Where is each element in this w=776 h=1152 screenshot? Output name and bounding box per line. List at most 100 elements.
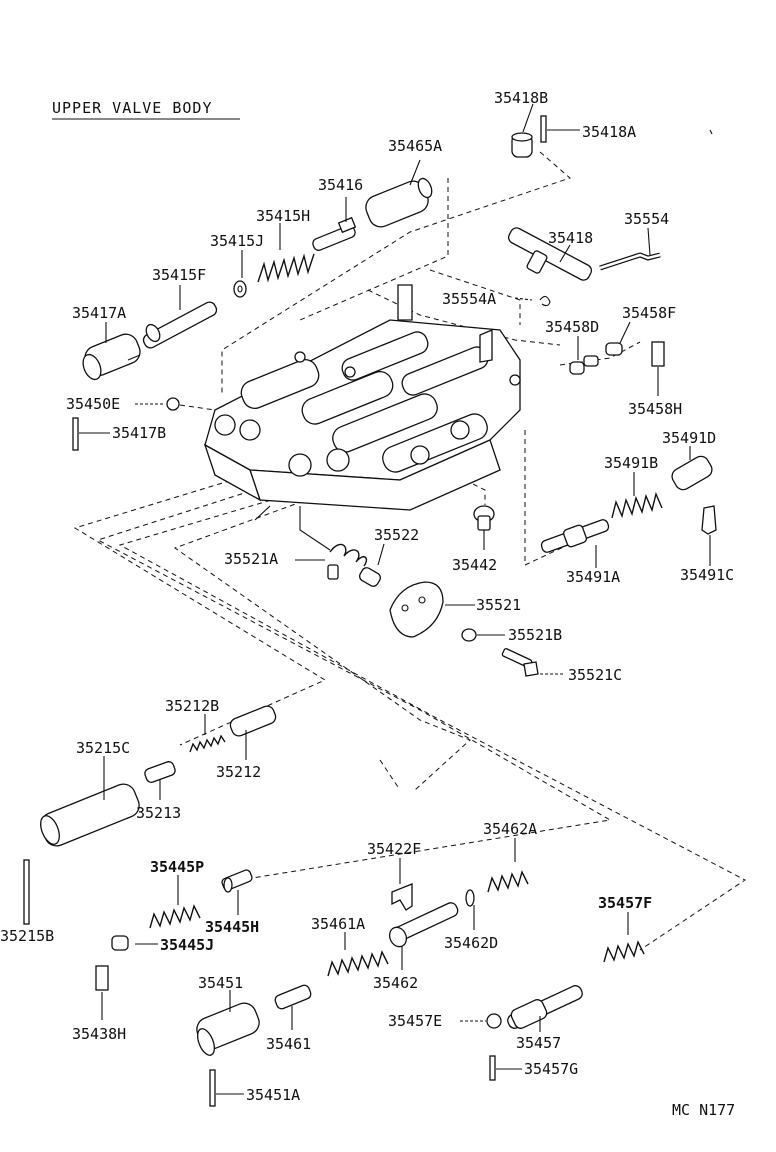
label-35554: 35554: [624, 210, 669, 228]
label-35457: 35457: [516, 1034, 561, 1052]
label-35491D: 35491D: [662, 429, 716, 447]
part-35422F: [391, 858, 413, 911]
part-35415J: [233, 250, 247, 298]
part-35457G: [489, 1055, 522, 1081]
part-35451A: [209, 1069, 244, 1107]
label-35462D: 35462D: [444, 934, 498, 952]
part-35457: [507, 985, 583, 1032]
part-35215C: [40, 756, 140, 847]
label-35418B: 35418B: [494, 89, 548, 107]
part-35462A: [487, 838, 529, 893]
label-35554A: 35554A: [442, 290, 496, 308]
part-35450E: [135, 397, 180, 411]
part-35461: [274, 984, 312, 1030]
label-35462: 35462: [373, 974, 418, 992]
part-35417B: [72, 417, 110, 451]
part-35465A: [365, 159, 433, 228]
part-35451: [196, 990, 260, 1056]
label-35415J: 35415J: [210, 232, 264, 250]
part-35418: [507, 227, 593, 281]
label-35521B: 35521B: [508, 626, 562, 644]
label-35458D: 35458D: [545, 318, 599, 336]
part-35212B: [189, 714, 226, 753]
part-35213: [144, 761, 176, 800]
label-35491C: 35491C: [680, 566, 734, 584]
label-35417B: 35417B: [112, 424, 166, 442]
part-35521B: [461, 628, 505, 642]
label-35461: 35461: [266, 1035, 311, 1053]
label-35215B: 35215B: [0, 927, 54, 945]
part-35457E: [460, 1013, 502, 1029]
diagram-code: MC N177: [672, 1101, 735, 1119]
label-35457F: 35457F: [598, 894, 652, 912]
leader-lines: [127, 103, 713, 521]
label-35438H: 35438H: [72, 1025, 126, 1043]
part-35445H: [221, 869, 253, 915]
part-35521: [389, 581, 475, 638]
label-35451: 35451: [198, 974, 243, 992]
label-35457E: 35457E: [388, 1012, 442, 1030]
label-35415F: 35415F: [152, 266, 206, 284]
part-35554A: [514, 295, 551, 307]
label-35462A: 35462A: [483, 820, 537, 838]
part-35457F: [603, 912, 645, 963]
label-35215C: 35215C: [76, 739, 130, 757]
part-35458H: [651, 341, 665, 396]
part-35521A: [295, 506, 368, 580]
label-35465A: 35465A: [388, 137, 442, 155]
part-35462: [388, 902, 459, 970]
label-35458F: 35458F: [622, 304, 676, 322]
label-35445P: 35445P: [150, 858, 204, 876]
part-35417A: [82, 322, 141, 381]
part-35554: [599, 227, 661, 271]
part-35442: [473, 505, 495, 550]
label-35418A: 35418A: [582, 123, 636, 141]
label-35461A: 35461A: [311, 915, 365, 933]
part-35438H: [95, 965, 109, 1020]
label-35450E: 35450E: [66, 395, 120, 413]
part-35215B: [23, 859, 30, 925]
part-35461A: [327, 932, 389, 977]
label-35212: 35212: [216, 763, 261, 781]
label-35451A: 35451A: [246, 1086, 300, 1104]
label-35521C: 35521C: [568, 666, 622, 684]
part-labels: 35418B 35418A 35465A 35416 35415H 35415J…: [0, 89, 734, 1104]
label-35445J: 35445J: [160, 936, 214, 954]
label-35415H: 35415H: [256, 207, 310, 225]
part-35212: [229, 705, 277, 760]
label-35442: 35442: [452, 556, 497, 574]
upper-valve-body: [203, 284, 521, 511]
label-35213: 35213: [136, 804, 181, 822]
label-35422F: 35422F: [367, 840, 421, 858]
part-35418B: [511, 132, 533, 158]
label-35416: 35416: [318, 176, 363, 194]
part-35521C: [501, 648, 565, 677]
part-35491A: [540, 519, 610, 568]
label-35418: 35418: [548, 229, 593, 247]
label-35522: 35522: [374, 526, 419, 544]
part-35462D: [465, 889, 475, 930]
part-35445J: [111, 935, 158, 951]
part-35415H: [257, 223, 315, 283]
part-35458F: [605, 321, 631, 356]
part-35491D: [671, 446, 713, 491]
diagram-title: UPPER VALVE BODY: [52, 99, 213, 117]
part-35416: [312, 197, 357, 251]
label-35458H: 35458H: [628, 400, 682, 418]
part-35522: [359, 543, 385, 587]
label-35212B: 35212B: [165, 697, 219, 715]
label-35491A: 35491A: [566, 568, 620, 586]
label-35521: 35521: [476, 596, 521, 614]
part-35491C: [701, 505, 717, 566]
label-35445H: 35445H: [205, 918, 259, 936]
label-35417A: 35417A: [72, 304, 126, 322]
part-35445P: [149, 875, 201, 929]
part-35491B: [611, 472, 663, 519]
part-35458D: [569, 336, 599, 375]
part-35418A: [540, 115, 580, 143]
label-35491B: 35491B: [604, 454, 658, 472]
part-35415F: [142, 285, 218, 349]
label-35521A: 35521A: [224, 550, 278, 568]
